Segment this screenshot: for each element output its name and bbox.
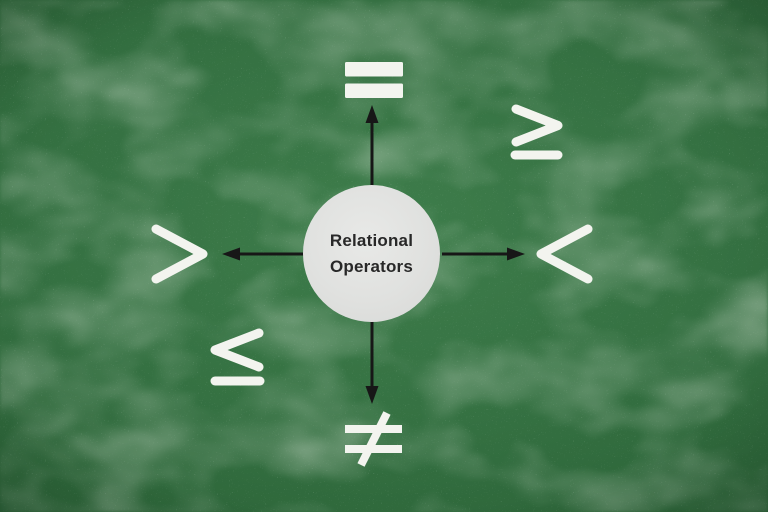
less-than-or-equal-symbol	[206, 328, 266, 390]
node-label-line2: Operators	[329, 256, 414, 276]
relational-operators-node: Relational Operators	[303, 185, 440, 322]
arrow-left	[222, 247, 304, 261]
arrow-up	[365, 105, 379, 186]
greater-than-symbol	[150, 224, 210, 284]
not-equal-symbol	[340, 410, 408, 468]
arrow-down	[365, 321, 379, 404]
less-than-symbol	[534, 224, 594, 284]
equal-to-symbol	[345, 62, 403, 98]
node-label-line1: Relational	[329, 230, 414, 250]
arrow-right	[442, 247, 525, 261]
greater-than-or-equal-symbol	[510, 103, 564, 163]
